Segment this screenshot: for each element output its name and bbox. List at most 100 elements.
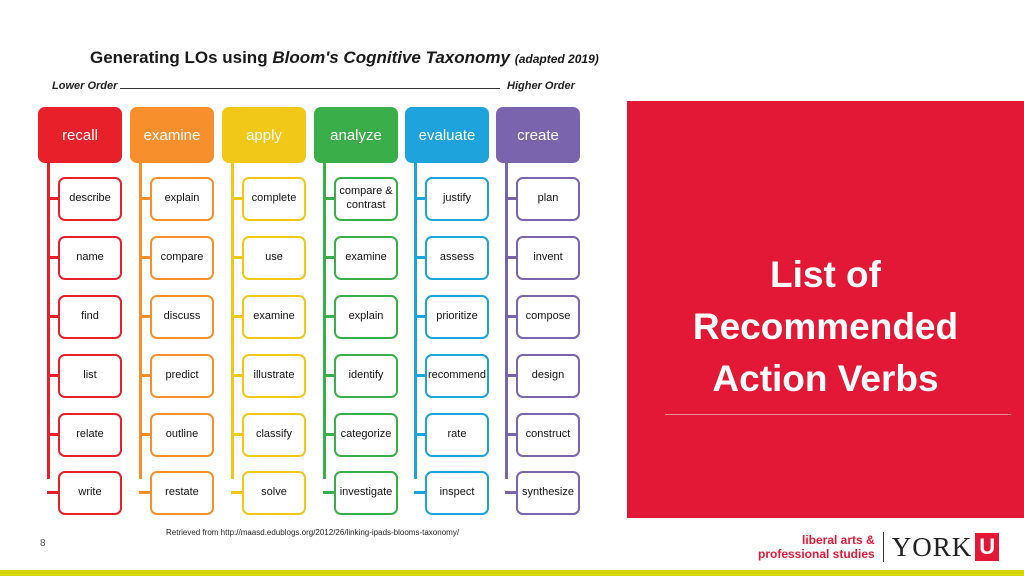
- column-header: evaluate: [405, 107, 489, 163]
- column-header: analyze: [314, 107, 398, 163]
- source-credit: Retrieved from http://maasd.edublogs.org…: [166, 528, 460, 537]
- item-connector: [231, 197, 243, 200]
- item-connector: [47, 433, 59, 436]
- item-connector: [139, 256, 151, 259]
- item-connector: [231, 374, 243, 377]
- verb-item: examine: [242, 295, 306, 339]
- column-connector: [231, 163, 234, 479]
- verb-item: synthesize: [516, 471, 580, 515]
- item-connector: [414, 491, 426, 494]
- item-connector: [505, 256, 517, 259]
- item-connector: [505, 197, 517, 200]
- verb-item: explain: [334, 295, 398, 339]
- verb-item: name: [58, 236, 122, 280]
- column-connector: [505, 163, 508, 479]
- verb-item: categorize: [334, 413, 398, 457]
- item-connector: [505, 315, 517, 318]
- verb-item: predict: [150, 354, 214, 398]
- column-connector: [414, 163, 417, 479]
- item-connector: [231, 433, 243, 436]
- item-connector: [414, 433, 426, 436]
- item-connector: [47, 197, 59, 200]
- verb-item: use: [242, 236, 306, 280]
- verb-item: assess: [425, 236, 489, 280]
- figure-title: Generating LOs using Bloom's Cognitive T…: [90, 48, 599, 68]
- column-header: examine: [130, 107, 214, 163]
- verb-item: design: [516, 354, 580, 398]
- item-connector: [414, 374, 426, 377]
- verb-item: compare & contrast: [334, 177, 398, 221]
- verb-item: illustrate: [242, 354, 306, 398]
- verb-item: list: [58, 354, 122, 398]
- blooms-taxonomy-figure: Generating LOs using Bloom's Cognitive T…: [30, 40, 599, 540]
- logo-faculty-text: liberal arts & professional studies: [758, 533, 875, 561]
- item-connector: [414, 197, 426, 200]
- page-number: 8: [40, 538, 46, 549]
- item-connector: [47, 315, 59, 318]
- item-connector: [139, 315, 151, 318]
- item-connector: [231, 315, 243, 318]
- item-connector: [505, 433, 517, 436]
- verb-item: prioritize: [425, 295, 489, 339]
- item-connector: [323, 433, 335, 436]
- panel-title: List of Recommended Action Verbs: [692, 254, 959, 399]
- item-connector: [47, 256, 59, 259]
- verb-item: classify: [242, 413, 306, 457]
- verb-item: plan: [516, 177, 580, 221]
- verb-item: relate: [58, 413, 122, 457]
- verb-item: restate: [150, 471, 214, 515]
- verb-item: compare: [150, 236, 214, 280]
- verb-item: complete: [242, 177, 306, 221]
- item-connector: [323, 315, 335, 318]
- item-connector: [231, 491, 243, 494]
- logo-york-text: YORK: [891, 531, 973, 562]
- verb-item: write: [58, 471, 122, 515]
- verb-item: inspect: [425, 471, 489, 515]
- verb-item: find: [58, 295, 122, 339]
- verb-item: justify: [425, 177, 489, 221]
- item-connector: [231, 256, 243, 259]
- item-connector: [323, 256, 335, 259]
- verb-item: construct: [516, 413, 580, 457]
- title-italic: Bloom's Cognitive Taxonomy: [272, 48, 510, 67]
- item-connector: [323, 197, 335, 200]
- verb-item: compose: [516, 295, 580, 339]
- item-connector: [323, 374, 335, 377]
- item-connector: [414, 256, 426, 259]
- item-connector: [139, 491, 151, 494]
- column-connector: [323, 163, 326, 479]
- title-panel: List of Recommended Action Verbs: [627, 101, 1024, 518]
- logo-u-mark: U: [975, 533, 1000, 561]
- panel-divider: [665, 414, 1011, 415]
- verb-item: examine: [334, 236, 398, 280]
- verb-item: solve: [242, 471, 306, 515]
- taxonomy-column-0: recall describe name find list relate write: [38, 107, 122, 537]
- column-header: create: [496, 107, 580, 163]
- york-logo: liberal arts & professional studies YORK…: [758, 530, 1000, 564]
- item-connector: [414, 315, 426, 318]
- item-connector: [47, 374, 59, 377]
- column-connector: [47, 163, 50, 479]
- verb-item: investigate: [334, 471, 398, 515]
- column-connector: [139, 163, 142, 479]
- lower-order-label: Lower Order: [52, 80, 118, 92]
- verb-item: outline: [150, 413, 214, 457]
- verb-item: explain: [150, 177, 214, 221]
- logo-divider: [882, 532, 884, 562]
- higher-order-label: Higher Order: [507, 80, 575, 92]
- order-line: [120, 88, 500, 89]
- item-connector: [139, 374, 151, 377]
- column-header: recall: [38, 107, 122, 163]
- item-connector: [505, 491, 517, 494]
- verb-item: identify: [334, 354, 398, 398]
- item-connector: [505, 374, 517, 377]
- title-part1: Generating LOs using: [90, 48, 273, 67]
- verb-item: discuss: [150, 295, 214, 339]
- item-connector: [139, 433, 151, 436]
- item-connector: [323, 491, 335, 494]
- verb-item: describe: [58, 177, 122, 221]
- item-connector: [47, 491, 59, 494]
